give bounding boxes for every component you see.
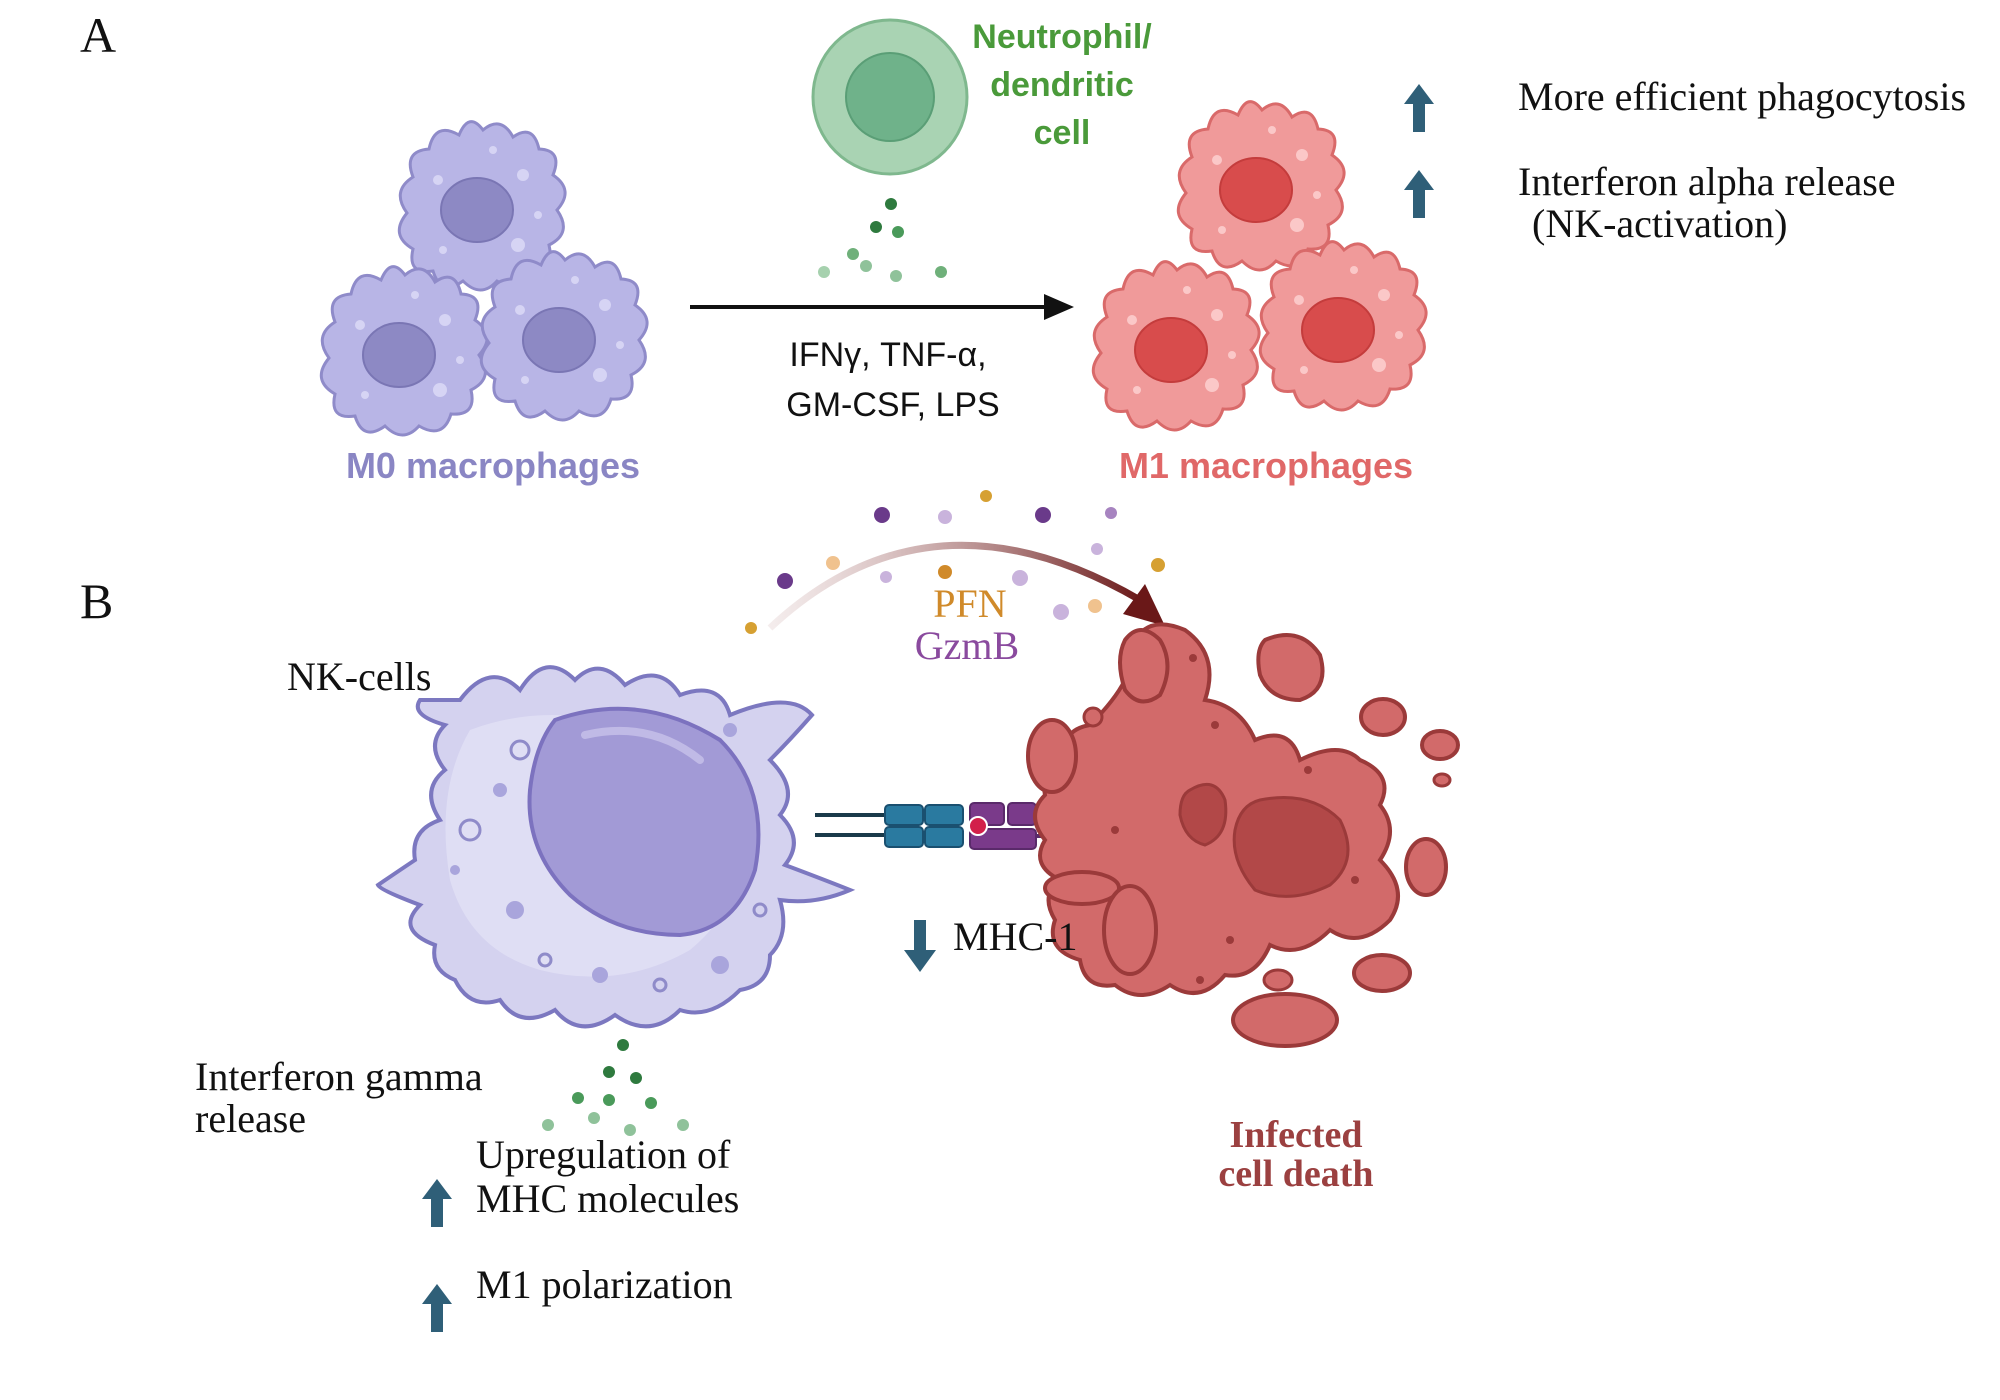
m1-macrophage — [1258, 240, 1428, 412]
effect-phagocytosis: More efficient phagocytosis — [1518, 74, 1966, 119]
infected-cell-death-line1: Infected — [1230, 1114, 1363, 1156]
m0-macrophages-label: M0 macrophages — [346, 445, 640, 486]
m1-macrophage-cluster — [1091, 100, 1428, 432]
m1-macrophages-label: M1 macrophages — [1119, 445, 1413, 486]
m1-macrophage — [1091, 260, 1261, 432]
effect-ifn-alpha-line1: Interferon alpha release — [1518, 159, 1896, 204]
m0-macrophage-cluster — [319, 120, 649, 437]
upregulation-label-line1: Upregulation of — [476, 1132, 731, 1177]
infected-cell-death-line2: cell death — [1218, 1153, 1373, 1195]
ifn-gamma-label-line1: Interferon gamma — [195, 1054, 483, 1099]
panel-a-label: A — [80, 7, 116, 63]
activation-arrow — [690, 294, 1074, 320]
neutrophil-label-line3: cell — [1034, 114, 1091, 152]
m1-macrophage — [1176, 100, 1346, 272]
up-arrow-icon — [1404, 84, 1434, 132]
panel-b-label: B — [80, 573, 113, 629]
upregulation-label-line2: MHC molecules — [476, 1176, 739, 1221]
receptor-complex — [815, 802, 1075, 850]
mhc1-label: MHC-1 — [953, 914, 1077, 959]
infected-cell — [1026, 622, 1460, 1048]
ifn-gamma-label-line2: release — [195, 1096, 306, 1141]
gzmb-label: GzmB — [915, 623, 1019, 668]
m1-polarization-label: M1 polarization — [476, 1262, 733, 1307]
down-arrow-icon — [904, 920, 936, 972]
pfn-label: PFN — [933, 581, 1006, 626]
cytokine-particles — [818, 198, 947, 282]
up-arrow-icon — [1404, 170, 1434, 218]
granule-particles — [745, 490, 1165, 634]
stimuli-label-line2: GM-CSF, LPS — [786, 386, 999, 424]
nk-cells-label: NK-cells — [287, 654, 431, 699]
up-arrow-icon — [422, 1284, 452, 1332]
stimuli-label-line1: IFNγ, TNF-α, — [789, 336, 986, 374]
ifn-gamma-particles — [542, 1039, 689, 1136]
up-arrow-icon — [422, 1179, 452, 1227]
nk-cell — [375, 665, 856, 1029]
neutrophil-cell — [811, 18, 969, 176]
neutrophil-label-line2: dendritic — [990, 66, 1134, 104]
m0-macrophage — [319, 265, 489, 437]
neutrophil-label-line1: Neutrophil/ — [972, 18, 1152, 56]
cytotoxic-arc-arrow — [767, 541, 1165, 631]
effect-ifn-alpha-line2: (NK-activation) — [1532, 201, 1787, 246]
